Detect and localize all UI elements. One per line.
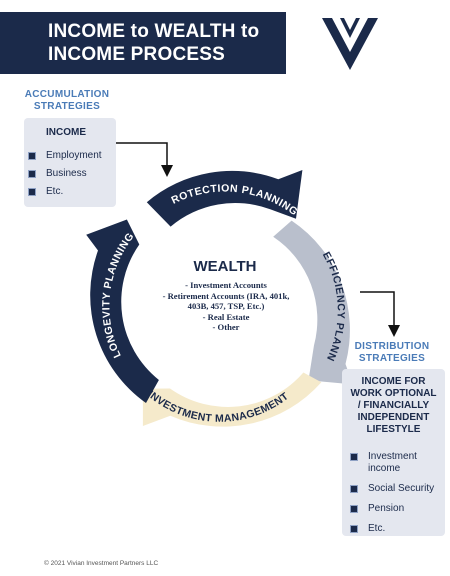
list-item: Employment (28, 150, 102, 162)
list-item: Etc. (350, 523, 434, 535)
list-item: - Investment Accounts (185, 280, 267, 290)
list-item: - Other (212, 322, 240, 333)
title-line-2: INCOME PROCESS (48, 44, 225, 65)
list-item: - Real Estate (202, 311, 250, 322)
accumulation-strategies-label: ACCUMULATION STRATEGIES (24, 89, 110, 112)
income-list: Employment Business Etc. (28, 150, 102, 204)
tax-efficiency-planning-arc (273, 220, 353, 385)
square-bullet-icon (350, 485, 358, 493)
list-item: Pension (350, 503, 434, 515)
square-bullet-icon (350, 525, 358, 533)
list-item: 403B, 457, TSP, Etc.) (187, 301, 265, 312)
wealth-list: - Investment Accounts - Retirement Accou… (146, 280, 306, 333)
copyright-text: © 2021 Vivian Investment Partners LLC (44, 560, 159, 567)
square-bullet-icon (350, 453, 358, 461)
distribution-heading: INCOME FOR WORK OPTIONAL / FINANCIALLY I… (350, 376, 437, 435)
distribution-strategies-label: DISTRIBUTION STRATEGIES (354, 341, 430, 364)
page-title: INCOME to WEALTH to INCOME PROCESS (0, 12, 286, 74)
square-bullet-icon (28, 188, 36, 196)
list-item: - Retirement Accounts (IRA, 401k, (162, 290, 290, 301)
square-bullet-icon (28, 170, 36, 178)
longevity-planning-arc (86, 219, 159, 403)
title-line-1: INCOME to WEALTH to (48, 21, 260, 42)
list-item: Business (28, 168, 102, 180)
square-bullet-icon (350, 505, 358, 513)
vip-logo-icon (322, 18, 378, 70)
income-panel: INCOME Employment Business Etc. (24, 118, 116, 207)
investment-management-arc (142, 372, 322, 427)
distribution-panel: INCOME FOR WORK OPTIONAL / FINANCIALLY I… (342, 369, 445, 536)
square-bullet-icon (28, 152, 36, 160)
list-item: Social Security (350, 483, 434, 495)
income-flow-arrow (116, 142, 173, 177)
list-item: Etc. (28, 186, 102, 198)
distribution-flow-arrow (360, 291, 400, 337)
income-heading: INCOME (46, 127, 86, 138)
wealth-title: WEALTH (193, 258, 257, 275)
protection-planning-arc (146, 170, 303, 227)
